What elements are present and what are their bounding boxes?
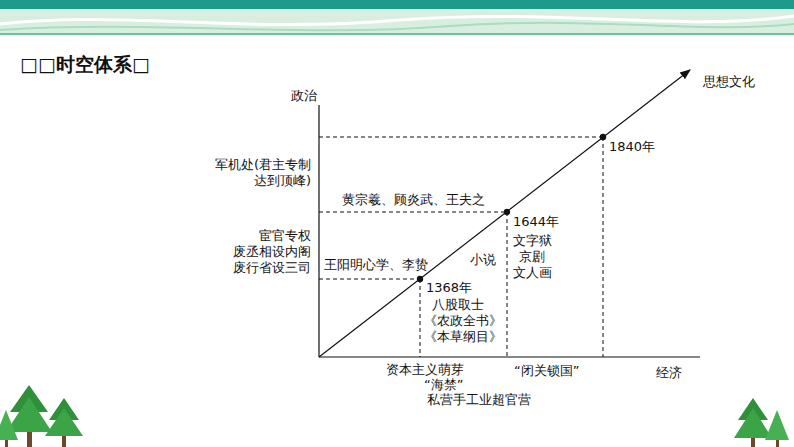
header-rule <box>0 33 794 35</box>
history-note: 私营手工业超官营 <box>427 392 531 407</box>
tree-decoration <box>734 398 789 447</box>
tree-decoration <box>0 385 83 447</box>
economy-axis <box>319 356 700 357</box>
header-band <box>0 9 794 33</box>
history-note: 王阳明心学、李贽 <box>324 257 428 272</box>
history-note: 宦官专权 <box>259 228 311 243</box>
year-dot <box>600 134 606 140</box>
year-label: 1368年 <box>426 280 472 295</box>
history-note: 达到顶峰) <box>254 173 311 188</box>
axis-label: 思想文化 <box>703 74 755 89</box>
year-dot <box>417 276 423 282</box>
year-dot <box>504 209 510 215</box>
year-label: 1644年 <box>513 214 559 229</box>
header-bar <box>0 0 794 9</box>
politics-axis <box>318 105 319 357</box>
history-note: 京剧 <box>519 249 545 264</box>
history-note: 《农政全书》 <box>424 313 502 328</box>
history-note: 《本草纲目》 <box>424 329 502 344</box>
axis-label: 政治 <box>291 88 317 103</box>
year-label: 1840年 <box>609 139 655 154</box>
history-note: 文字狱 <box>513 233 552 248</box>
slide-title: □□时空体系□ <box>20 52 150 78</box>
header-wave <box>0 16 794 25</box>
axis-label: 经济 <box>656 365 682 380</box>
history-note: 资本主义萌芽 <box>386 362 464 377</box>
culture-axis <box>319 70 690 357</box>
history-note: 文人画 <box>513 265 552 280</box>
header-wave <box>0 23 794 30</box>
history-note: 八股取士 <box>432 297 484 312</box>
history-note: 废行省设三司 <box>233 260 311 275</box>
history-note: “海禁” <box>424 377 463 392</box>
history-note: 黄宗羲、顾炎武、王夫之 <box>342 192 485 207</box>
guide-lines <box>319 137 603 357</box>
history-note: 小说 <box>470 252 496 267</box>
history-note: “闭关锁国” <box>514 363 579 378</box>
history-note: 军机处(君主专制 <box>215 157 311 172</box>
history-note: 废丞相设内阁 <box>233 244 311 259</box>
